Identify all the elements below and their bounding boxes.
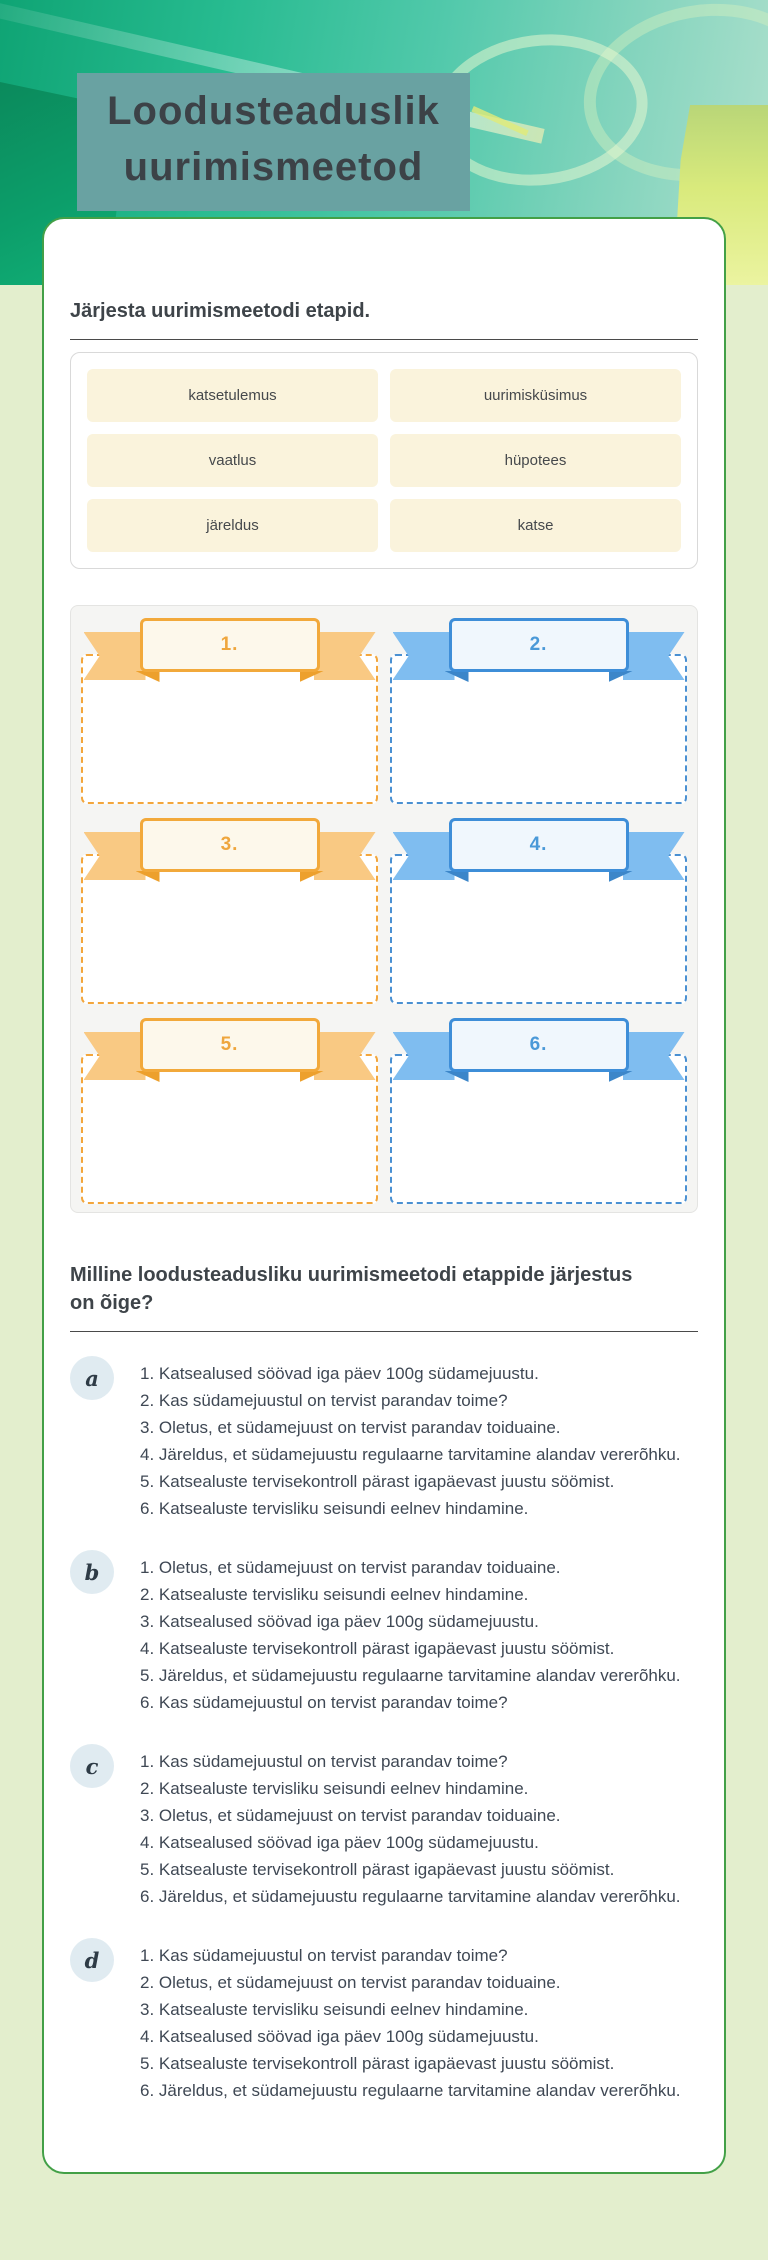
option-letter-badge[interactable]: b	[70, 1550, 114, 1594]
option-a-step-5: 5. Katsealuste tervisekontroll pärast ig…	[140, 1472, 615, 1491]
option-d-step-4: 4. Katsealused söövad iga päev 100g süda…	[140, 2027, 539, 2046]
word-tile-hupotees[interactable]: hüpotees	[390, 434, 681, 487]
ribbon-fold-right	[299, 671, 324, 682]
option-a-text: 1. Katsealused söövad iga päev 100g süda…	[140, 1356, 681, 1522]
option-a-step-1: 1. Katsealused söövad iga päev 100g süda…	[140, 1364, 539, 1383]
ribbon-fold-right	[299, 1071, 324, 1082]
answer-option-a[interactable]: a 1. Katsealused söövad iga päev 100g sü…	[70, 1356, 698, 1522]
answer-option-d[interactable]: d 1. Kas südamejuustul on tervist parand…	[70, 1938, 698, 2104]
drop-zone-2[interactable]: 2.	[390, 618, 687, 804]
option-letter-badge[interactable]: c	[70, 1744, 114, 1788]
option-c-step-2: 2. Katsealuste tervisliku seisundi eelne…	[140, 1779, 529, 1798]
option-d-step-2: 2. Oletus, et südamejuust on tervist par…	[140, 1973, 561, 1992]
option-b-step-6: 6. Kas südamejuustul on tervist parandav…	[140, 1693, 508, 1712]
drop-zone-grid: 1. 2. 3.	[70, 605, 698, 1213]
ribbon-banner-2: 2.	[392, 618, 685, 682]
option-c-text: 1. Kas südamejuustul on tervist parandav…	[140, 1744, 681, 1910]
ribbon-fold-right	[608, 1071, 633, 1082]
ribbon-banner-1: 1.	[83, 618, 376, 682]
answer-option-c[interactable]: c 1. Kas südamejuustul on tervist parand…	[70, 1744, 698, 1910]
word-tile-katse[interactable]: katse	[390, 499, 681, 552]
ribbon-fold-right	[608, 871, 633, 882]
ribbon-fold-left	[135, 671, 160, 682]
choice-question-heading: Milline loodusteadusliku uurimismeetodi …	[70, 1261, 698, 1317]
option-d-step-1: 1. Kas südamejuustul on tervist parandav…	[140, 1946, 508, 1965]
option-d-step-6: 6. Järeldus, et südamejuustu regulaarne …	[140, 2081, 681, 2100]
option-b-step-4: 4. Katsealuste tervisekontroll pärast ig…	[140, 1639, 615, 1658]
page-title-line-2: uurimismeetod	[123, 145, 424, 189]
option-a-step-4: 4. Järeldus, et südamejuustu regulaarne …	[140, 1445, 681, 1464]
option-b-step-1: 1. Oletus, et südamejuust on tervist par…	[140, 1558, 561, 1577]
heading-divider	[70, 1331, 698, 1332]
drop-zone-3[interactable]: 3.	[81, 818, 378, 1004]
worksheet-title-box: Loodusteaduslik uurimismeetod	[77, 73, 470, 211]
sort-question-heading: Järjesta uurimismeetodi etapid.	[70, 300, 371, 322]
heading-divider	[70, 339, 698, 340]
option-c-step-1: 1. Kas südamejuustul on tervist parandav…	[140, 1752, 508, 1771]
option-b-step-3: 3. Katsealused söövad iga päev 100g süda…	[140, 1612, 539, 1631]
option-b-text: 1. Oletus, et südamejuust on tervist par…	[140, 1550, 681, 1716]
sort-question-section: Järjesta uurimismeetodi etapid. katsetul…	[70, 297, 698, 1213]
choice-question-section: Milline loodusteadusliku uurimismeetodi …	[70, 1261, 698, 2104]
ribbon-fold-left	[444, 871, 469, 882]
ribbon-fold-left	[444, 1071, 469, 1082]
ribbon-fold-left	[444, 671, 469, 682]
option-a-step-3: 3. Oletus, et südamejuust on tervist par…	[140, 1418, 561, 1437]
option-c-step-4: 4. Katsealused söövad iga päev 100g süda…	[140, 1833, 539, 1852]
ribbon-banner-3: 3.	[83, 818, 376, 882]
worksheet-card: Järjesta uurimismeetodi etapid. katsetul…	[42, 217, 726, 2174]
drop-zone-number: 3.	[139, 818, 320, 872]
drop-zone-6[interactable]: 6.	[390, 1018, 687, 1204]
drop-zone-5[interactable]: 5.	[81, 1018, 378, 1204]
drop-zone-number: 1.	[139, 618, 320, 672]
choice-question-heading-line-1: Milline loodusteadusliku uurimismeetodi …	[70, 1264, 633, 1286]
drop-zone-number: 6.	[448, 1018, 629, 1072]
word-tile-uurimiskusimus[interactable]: uurimisküsimus	[390, 369, 681, 422]
option-b-step-2: 2. Katsealuste tervisliku seisundi eelne…	[140, 1585, 529, 1604]
ribbon-banner-6: 6.	[392, 1018, 685, 1082]
option-b-step-5: 5. Järeldus, et südamejuustu regulaarne …	[140, 1666, 681, 1685]
option-c-step-5: 5. Katsealuste tervisekontroll pärast ig…	[140, 1860, 615, 1879]
ribbon-fold-left	[135, 871, 160, 882]
ribbon-fold-right	[299, 871, 324, 882]
drop-zone-1[interactable]: 1.	[81, 618, 378, 804]
option-c-step-6: 6. Järeldus, et südamejuustu regulaarne …	[140, 1887, 681, 1906]
page-title-line-1: Loodusteaduslik	[107, 89, 440, 133]
option-a-step-6: 6. Katsealuste tervisliku seisundi eelne…	[140, 1499, 529, 1518]
option-letter-badge[interactable]: a	[70, 1356, 114, 1400]
drop-zone-number: 2.	[448, 618, 629, 672]
option-d-step-5: 5. Katsealuste tervisekontroll pärast ig…	[140, 2054, 615, 2073]
option-d-text: 1. Kas südamejuustul on tervist parandav…	[140, 1938, 681, 2104]
ribbon-banner-4: 4.	[392, 818, 685, 882]
ribbon-fold-left	[135, 1071, 160, 1082]
choice-question-heading-line-2: on õige?	[70, 1292, 154, 1314]
word-bank: katsetulemus uurimisküsimus vaatlus hüpo…	[70, 352, 698, 569]
ribbon-fold-right	[608, 671, 633, 682]
ribbon-banner-5: 5.	[83, 1018, 376, 1082]
option-d-step-3: 3. Katsealuste tervisliku seisundi eelne…	[140, 2000, 529, 2019]
word-tile-vaatlus[interactable]: vaatlus	[87, 434, 378, 487]
header-photo: Loodusteaduslik uurimismeetod	[0, 0, 768, 285]
option-c-step-3: 3. Oletus, et südamejuust on tervist par…	[140, 1806, 561, 1825]
word-tile-jareldus[interactable]: järeldus	[87, 499, 378, 552]
drop-zone-number: 5.	[139, 1018, 320, 1072]
answer-option-b[interactable]: b 1. Oletus, et südamejuust on tervist p…	[70, 1550, 698, 1716]
option-letter-badge[interactable]: d	[70, 1938, 114, 1982]
drop-zone-number: 4.	[448, 818, 629, 872]
drop-zone-4[interactable]: 4.	[390, 818, 687, 1004]
word-tile-katsetulemus[interactable]: katsetulemus	[87, 369, 378, 422]
option-a-step-2: 2. Kas südamejuustul on tervist parandav…	[140, 1391, 508, 1410]
